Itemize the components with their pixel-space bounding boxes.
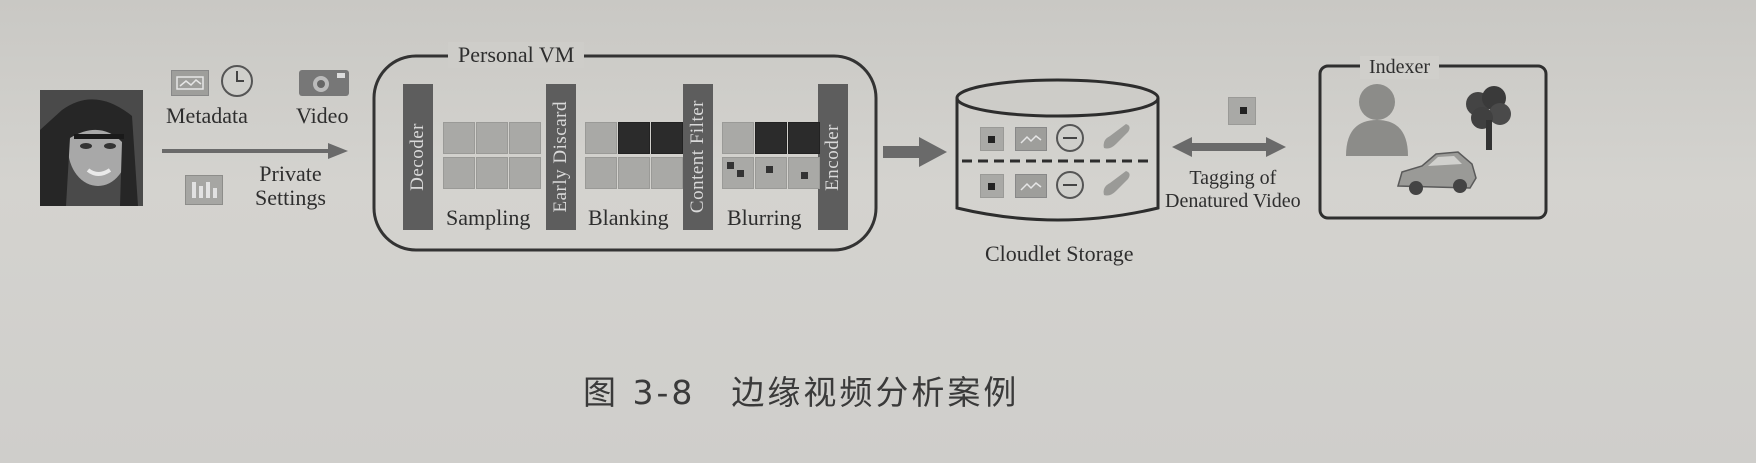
indexer-title: Indexer bbox=[1360, 56, 1440, 79]
figure-caption: 图 3-8 边缘视频分析案例 bbox=[583, 373, 1020, 412]
stored-brush-icon bbox=[1103, 124, 1130, 149]
decoder-stage: Decoder bbox=[403, 84, 433, 230]
encoder-stage: Encoder bbox=[818, 84, 848, 230]
stored-frame-icon bbox=[980, 174, 1004, 198]
metadata-card-icon bbox=[171, 70, 209, 96]
settings-panel-icon bbox=[185, 175, 223, 205]
blurring-label: Blurring bbox=[727, 205, 802, 230]
video-label: Video bbox=[296, 103, 349, 128]
blanking-frame bbox=[618, 157, 650, 189]
blanked-frame bbox=[788, 122, 820, 154]
stored-brush-icon bbox=[1103, 171, 1130, 196]
metadata-label: Metadata bbox=[166, 103, 248, 128]
person-icon bbox=[1346, 84, 1408, 156]
denatured-frame-icon bbox=[1228, 97, 1256, 125]
blurred-frame bbox=[755, 157, 787, 189]
blurring-frame bbox=[722, 122, 754, 154]
blanking-frame bbox=[651, 157, 683, 189]
early-discard-stage: Early Discard bbox=[546, 84, 576, 230]
stored-metadata-icon bbox=[1015, 174, 1047, 198]
sampling-frame bbox=[509, 157, 541, 189]
sampling-frame bbox=[443, 157, 475, 189]
decoder-label: Decoder bbox=[407, 123, 428, 191]
early-discard-label: Early Discard bbox=[550, 101, 571, 213]
stored-clock-icon bbox=[1056, 124, 1084, 152]
stored-frame-icon bbox=[980, 127, 1004, 151]
input-arrow bbox=[162, 143, 348, 159]
person-with-glasses-icon bbox=[40, 90, 143, 206]
bidirectional-arrow bbox=[1172, 137, 1286, 157]
content-filter-stage: Content Filter bbox=[683, 84, 713, 230]
blanking-frame bbox=[585, 157, 617, 189]
stored-clock-icon bbox=[1056, 171, 1084, 199]
sampling-frame bbox=[476, 122, 508, 154]
blanked-frame bbox=[755, 122, 787, 154]
vm-to-storage-arrow bbox=[883, 137, 947, 167]
personal-vm-frame bbox=[372, 54, 878, 252]
sampling-label: Sampling bbox=[446, 205, 531, 230]
private-settings-label: Private Settings bbox=[255, 161, 326, 210]
personal-vm-title: Personal VM bbox=[448, 42, 585, 68]
cloudlet-storage-label: Cloudlet Storage bbox=[985, 241, 1134, 266]
encoder-label: Encoder bbox=[822, 123, 843, 191]
stored-metadata-icon bbox=[1015, 127, 1047, 151]
blurred-frame bbox=[722, 157, 754, 189]
blanked-frame bbox=[651, 122, 683, 154]
sampling-frame bbox=[509, 122, 541, 154]
cloudlet-storage-cylinder bbox=[955, 78, 1160, 222]
sampling-frame bbox=[476, 157, 508, 189]
content-filter-label: Content Filter bbox=[687, 100, 708, 214]
blanked-frame bbox=[618, 122, 650, 154]
video-camera-icon bbox=[299, 70, 349, 96]
car-icon bbox=[1397, 151, 1477, 195]
user-photo bbox=[40, 90, 143, 206]
blanking-label: Blanking bbox=[588, 205, 669, 230]
clock-icon bbox=[221, 65, 253, 97]
sampling-frame bbox=[443, 122, 475, 154]
tree-icon bbox=[1466, 86, 1511, 150]
blanking-frame bbox=[585, 122, 617, 154]
tagging-label: Tagging of Denatured Video bbox=[1165, 167, 1301, 212]
blurred-frame bbox=[788, 157, 820, 189]
